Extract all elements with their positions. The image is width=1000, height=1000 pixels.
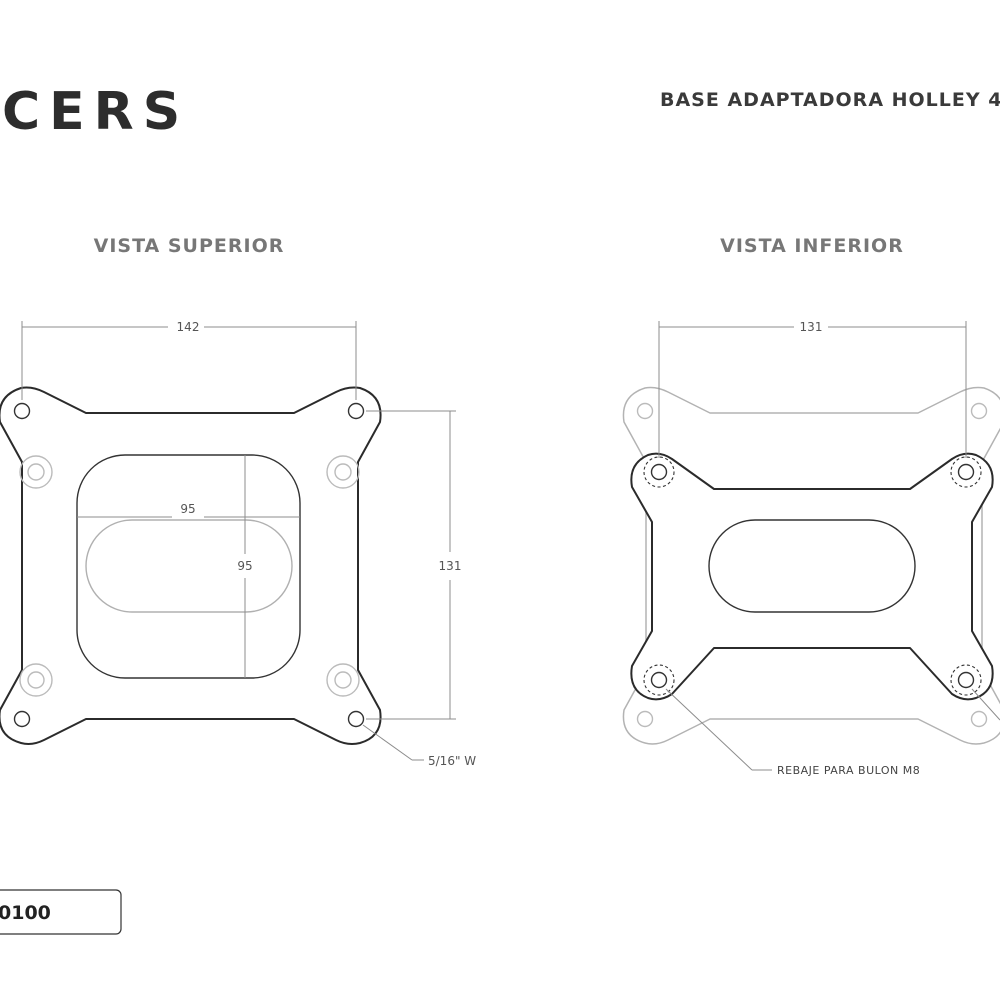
part-code: 0100: [0, 902, 51, 924]
top-view-ghost-holes: [19, 455, 360, 697]
bottom-view-ghost-holes: [636, 402, 988, 728]
svg-text:95: 95: [180, 502, 195, 516]
bottom-view-ghost-outline: [622, 386, 1000, 745]
bottom-view: 131 REBAJE PARA BULON M8: [622, 320, 1000, 777]
svg-text:REBAJE PARA BULON M8: REBAJE PARA BULON M8: [777, 764, 920, 777]
top-view-title: VISTA SUPERIOR: [94, 235, 285, 257]
top-view-plate-outline: [0, 386, 382, 745]
dim-top-overall-height: 131: [366, 410, 462, 720]
dim-bottom-overall-width: 131: [658, 320, 967, 458]
bottom-view-counterbore-callout: REBAJE PARA BULON M8: [665, 688, 1000, 777]
top-view: 142 131 95 95 5/16" W: [0, 320, 476, 768]
svg-text:95: 95: [237, 559, 252, 573]
part-code-box: 0100: [0, 889, 122, 935]
top-view-bore: [76, 454, 301, 679]
bottom-view-m8-holes: [643, 456, 982, 696]
bottom-view-opening: [708, 519, 916, 613]
svg-text:131: 131: [800, 320, 823, 334]
dim-top-bore-width: 95: [77, 502, 300, 518]
bottom-view-plate-outline: [630, 452, 994, 701]
svg-text:5/16" W: 5/16" W: [428, 754, 476, 768]
svg-text:142: 142: [177, 320, 200, 334]
top-view-hole-top-right: [347, 402, 365, 420]
drawing-title: BASE ADAPTADORA HOLLEY 40/4: [660, 89, 1000, 111]
top-view-hole-callout: 5/16" W: [362, 724, 476, 768]
svg-text:131: 131: [439, 559, 462, 573]
top-view-hole-bottom-right: [347, 710, 365, 728]
brand-logo: CERS: [2, 82, 189, 142]
bottom-view-title: VISTA INFERIOR: [720, 235, 904, 257]
top-view-hole-bottom-left: [13, 710, 31, 728]
top-view-ghost-opening: [85, 519, 293, 613]
dim-top-bore-height: 95: [237, 455, 253, 678]
top-view-hole-top-left: [13, 402, 31, 420]
dim-top-overall-width: 142: [21, 320, 357, 400]
